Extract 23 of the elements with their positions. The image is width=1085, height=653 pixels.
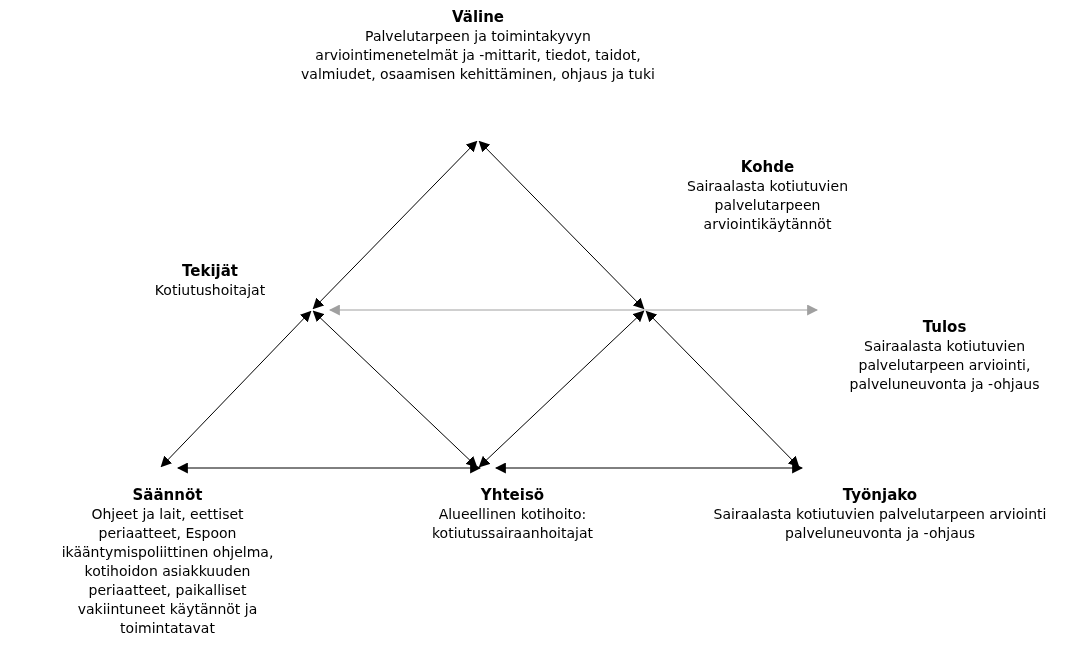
description: Alueellinen kotihoito: kotiutussairaanhoitajat: [431, 505, 594, 543]
description: Sairaalasta kotiutuvien palvelutarpeen arviointi palveluneuvonta ja -ohjaus: [712, 505, 1048, 543]
arrow: [160, 310, 312, 468]
description: Palvelutarpeen ja toimintakyvyn arviointimenetelmät ja -mittarit, tiedot, taidot, valmiudet, osaamisen kehittäminen, ohjaus ja tuki: [300, 27, 656, 84]
arrow: [494, 462, 804, 474]
arrow: [176, 462, 482, 474]
description: Kotiutushoitajat: [154, 281, 266, 300]
description: Ohjeet ja lait, eettiset periaatteet, Espoon ikääntymispoliittinen ohjelma, kotihoidon asiakkuuden periaatteet, paikalliset vakiintuneet käytännöt ja toimintatavat: [60, 505, 275, 638]
heading: Säännöt: [132, 486, 203, 505]
heading: Tulos: [922, 318, 967, 337]
arrow: [645, 310, 800, 468]
heading: Yhteisö: [480, 486, 545, 505]
description: Sairaalasta kotiutuvien palvelutarpeen arviointi, palveluneuvonta ja -ohjaus: [848, 337, 1041, 394]
description: Sairaalasta kotiutuvien palvelutarpeen arviointikäytännöt: [686, 177, 849, 234]
heading: Tekijät: [182, 262, 238, 281]
arrow: [312, 310, 478, 468]
arrow: [328, 304, 819, 316]
heading: Väline: [451, 8, 504, 27]
heading: Kohde: [740, 158, 795, 177]
arrow: [312, 140, 478, 310]
heading: Työnjako: [842, 486, 918, 505]
arrow: [478, 140, 645, 310]
arrow: [478, 310, 645, 468]
